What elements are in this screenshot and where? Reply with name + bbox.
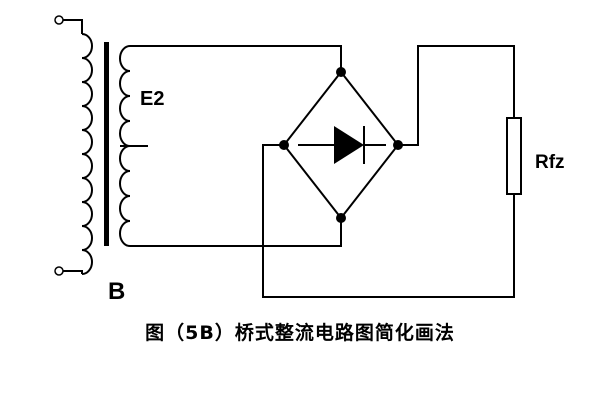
- node-top: [336, 67, 346, 77]
- transformer-core: [104, 42, 109, 246]
- transformer-label: B: [108, 278, 125, 305]
- primary-terminal-bottom: [54, 266, 64, 276]
- wire-negative-output: [262, 144, 515, 298]
- primary-terminal-top: [54, 15, 64, 25]
- diode-symbol: [298, 126, 386, 164]
- load-label: Rfz: [535, 152, 565, 173]
- node-right: [393, 140, 403, 150]
- secondary-winding: [119, 45, 148, 247]
- primary-winding: [54, 15, 93, 276]
- figure-caption: 图（5B）桥式整流电路图简化画法: [145, 322, 455, 344]
- wire-bottom: [130, 218, 342, 247]
- node-bottom: [336, 213, 346, 223]
- node-left: [279, 140, 289, 150]
- wire-top: [130, 45, 342, 72]
- wire-positive-output: [398, 45, 515, 146]
- load-resistor: [506, 117, 522, 195]
- secondary-label: E2: [140, 88, 164, 110]
